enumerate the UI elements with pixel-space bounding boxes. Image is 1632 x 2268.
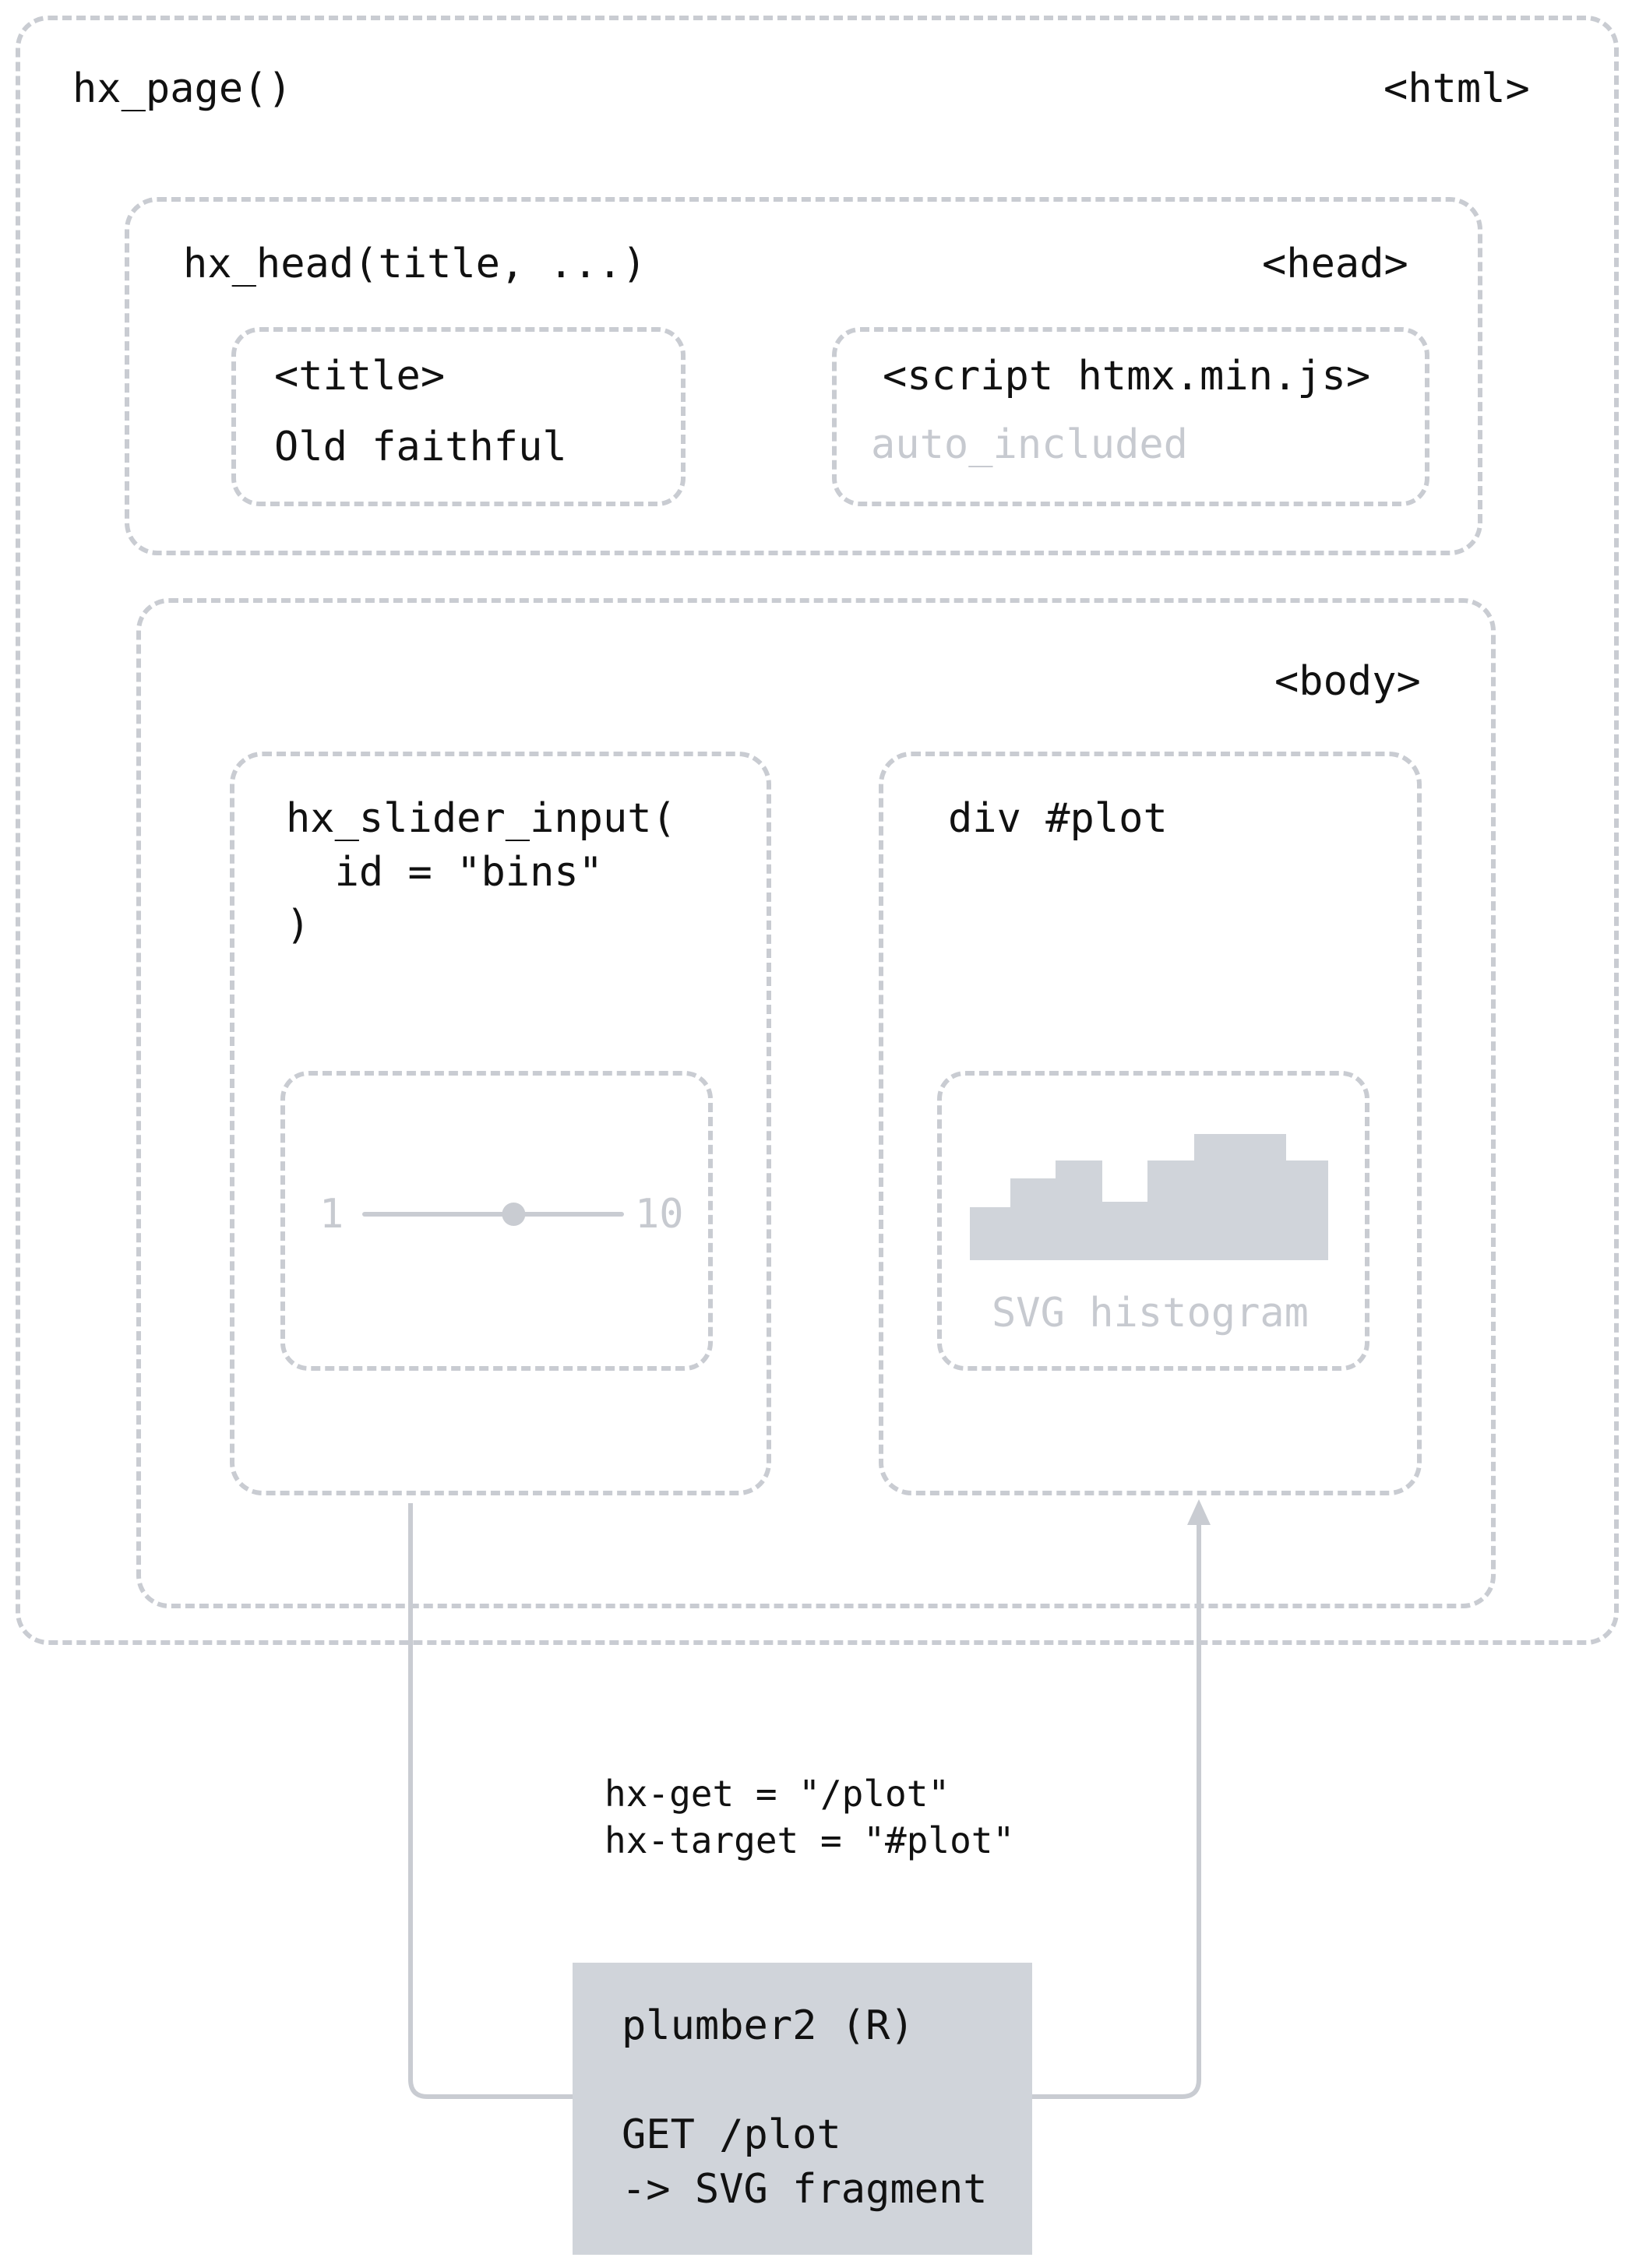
plot-div-box [879,752,1422,1495]
request-connector [408,1503,573,2099]
slider-code-line: ) [286,902,311,949]
page-function-label: hx_page() [72,65,292,112]
title-tag-label: <title> [274,353,446,400]
head-box [125,197,1482,555]
histogram-bar [970,1207,1010,1260]
svg-histogram-label: SVG histogram [992,1290,1309,1336]
histogram-icon [970,1134,1328,1260]
histogram-bar [1010,1178,1056,1260]
head-tag-label: <head> [1262,241,1408,287]
server-endpoint-line: GET /plot [622,2111,841,2158]
slider-widget-box [280,1071,713,1371]
histogram-bar [1147,1160,1194,1260]
title-box [231,327,686,506]
slider-input-box [230,752,771,1495]
plot-div-label: div #plot [948,795,1168,842]
script-box [832,327,1429,506]
response-connector [1032,1523,1201,2099]
histogram-bar [1286,1160,1328,1260]
script-tag-label: <script htmx.min.js> [883,353,1371,400]
histogram-bar [1056,1160,1102,1260]
hx-get-attribute: hx-get = "/plot" [605,1773,950,1815]
script-note: auto_included [871,421,1188,468]
html-page-box [16,16,1619,1645]
slider-max-label: 10 [635,1191,684,1238]
title-value: Old faithful [274,424,567,470]
histogram-bar [1194,1134,1286,1260]
body-tag-label: <body> [1274,658,1421,705]
html-tag-label: <html> [1383,65,1530,112]
svg-histogram-box [937,1071,1369,1371]
slider-handle[interactable] [502,1203,526,1226]
body-box [136,598,1496,1608]
hx-target-attribute: hx-target = "#plot" [605,1819,1015,1861]
slider-code-line: id = "bins" [286,849,603,896]
histogram-bar [1102,1202,1147,1260]
server-name: plumber2 (R) [622,2002,915,2049]
slider-code-line: hx_slider_input( [286,795,676,842]
server-response-line: -> SVG fragment [622,2166,988,2213]
slider-min-label: 1 [319,1191,344,1238]
server-box [573,1963,1032,2255]
response-arrowhead [1187,1499,1211,1525]
head-function-label: hx_head(title, ...) [183,241,647,287]
